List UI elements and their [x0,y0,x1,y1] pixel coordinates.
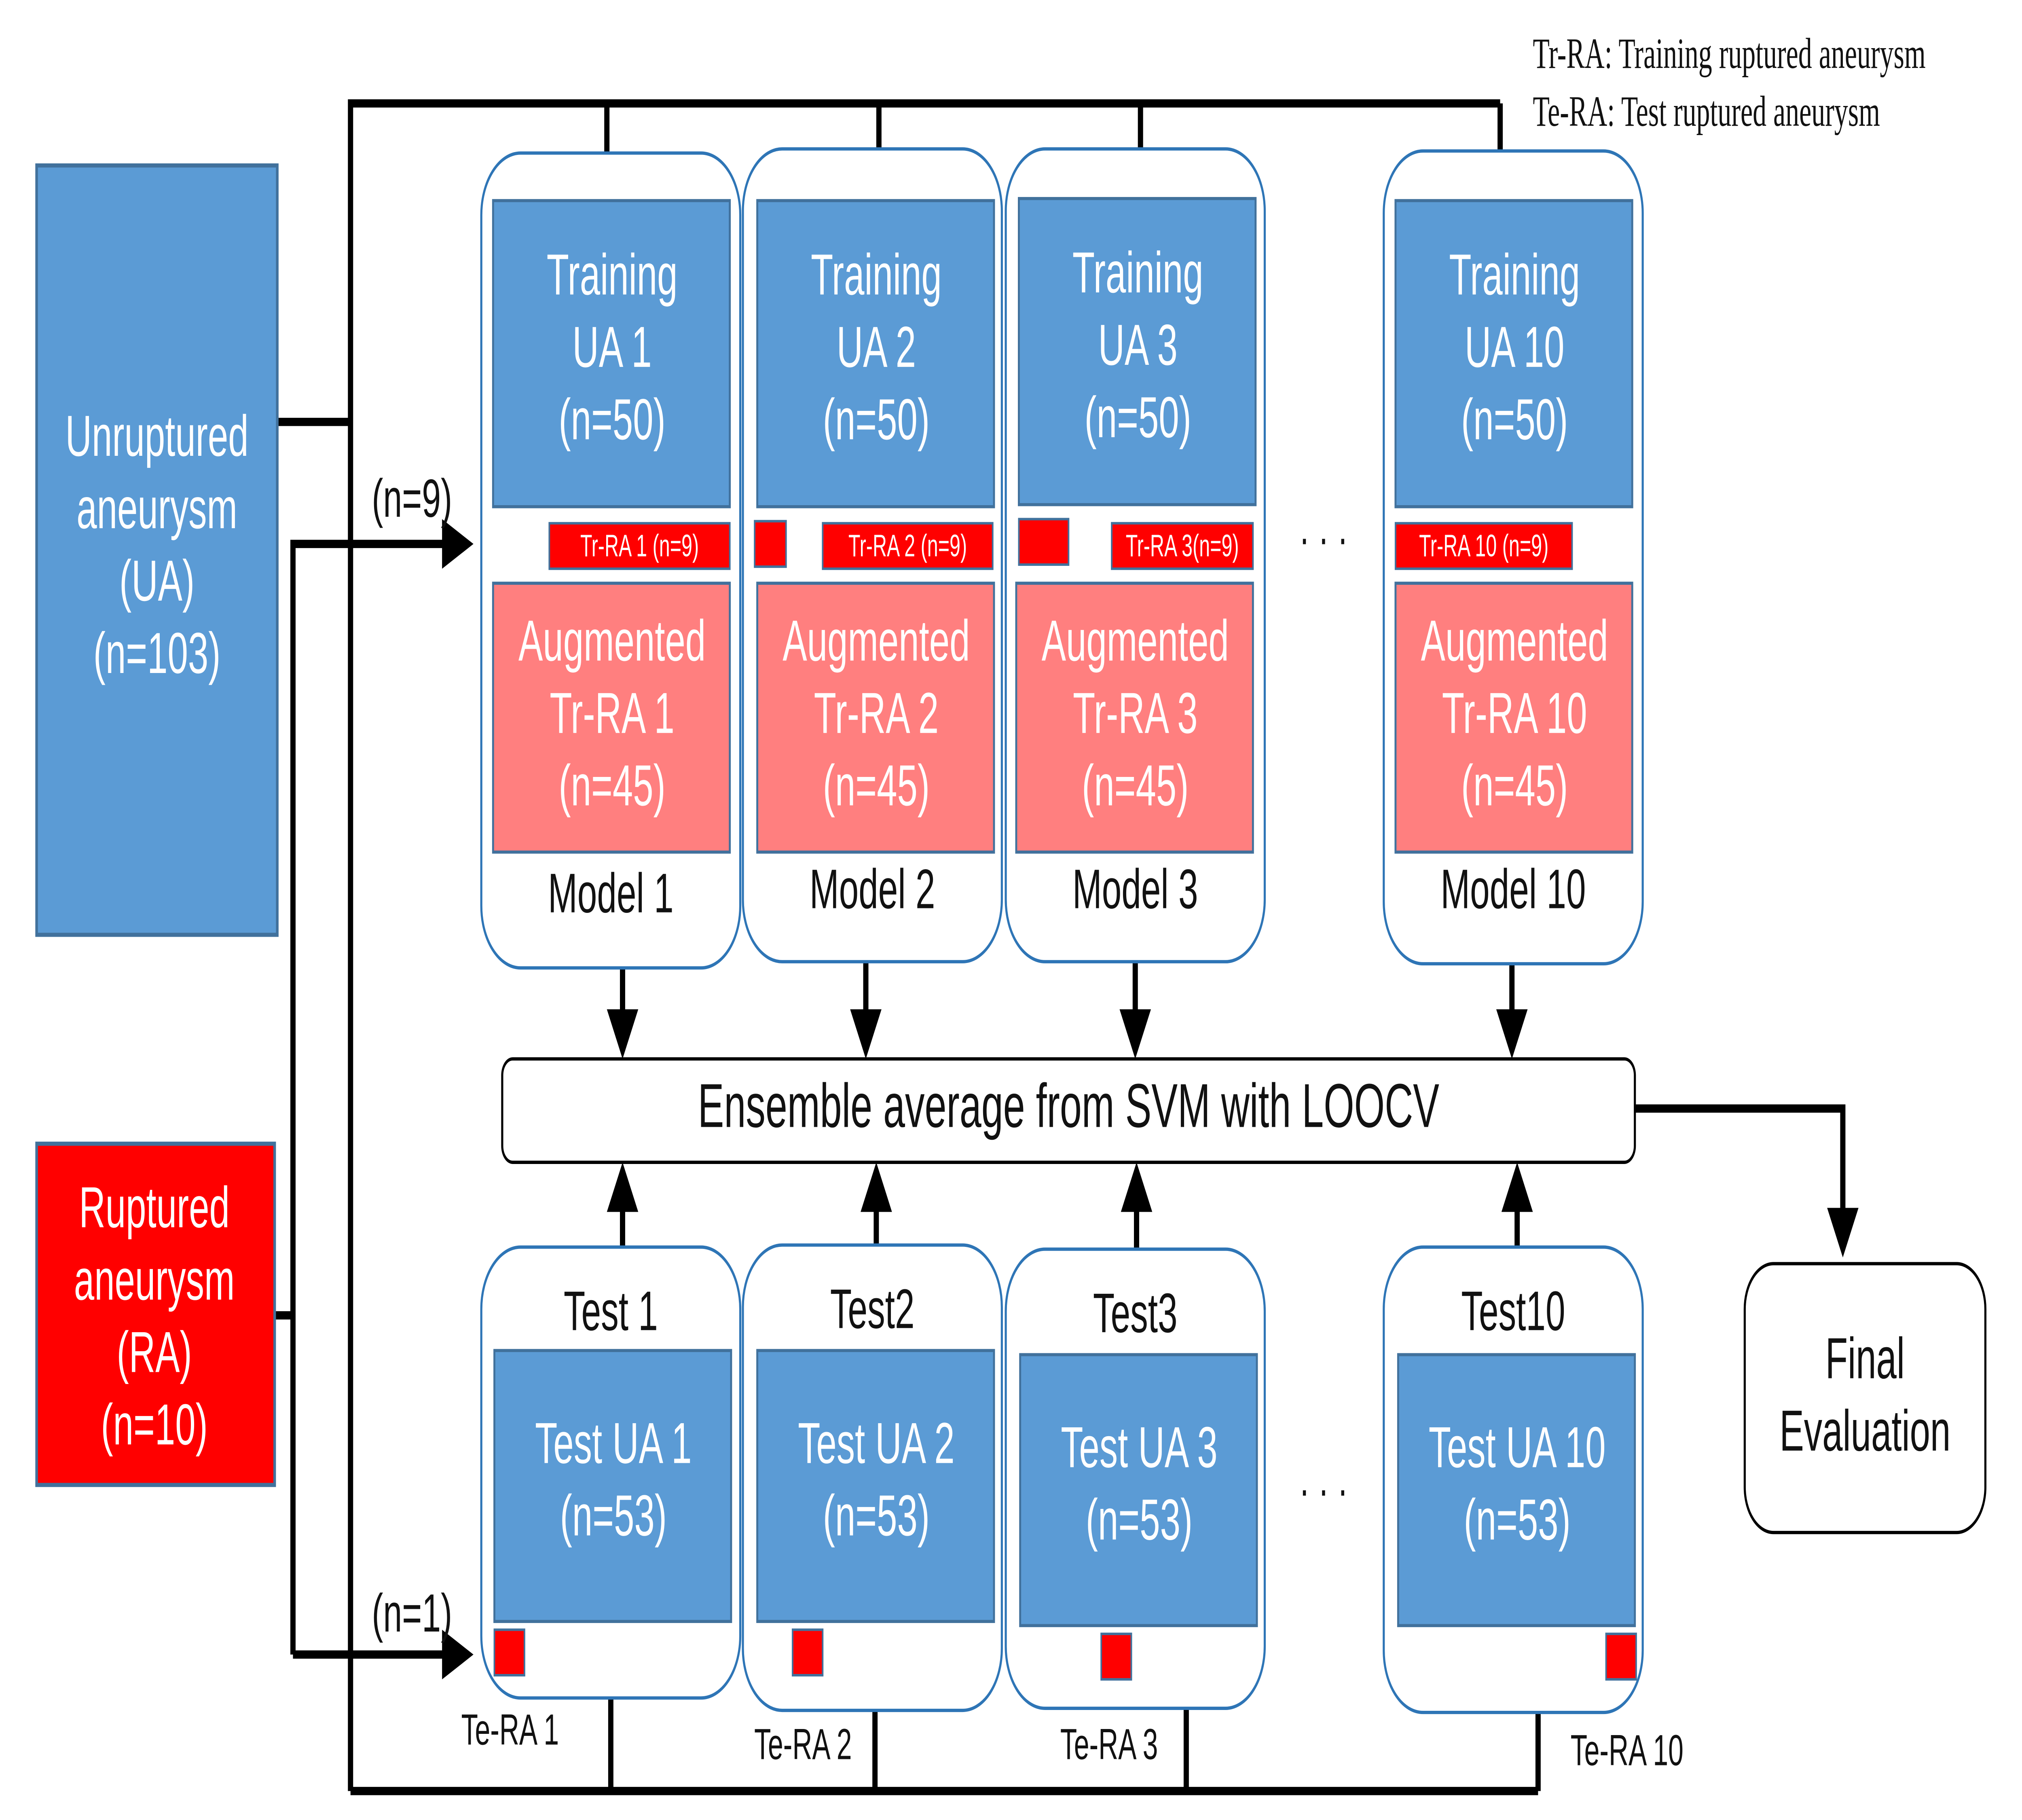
ra-label-line: (n=10) [101,1393,208,1457]
training-ua-label: Training [1449,243,1580,307]
tr-ra-label: Tr-RA 2 (n=9) [848,528,967,563]
te-ra-marker [1605,1632,1637,1681]
test-ua-box [756,1349,995,1623]
test-ua-box [493,1349,732,1623]
tr-ra-label: Tr-RA 1 (n=9) [580,528,699,563]
ua-label-line: (UA) [119,549,195,613]
tr-ra-box [548,522,731,570]
final-evaluation-box [1743,1262,1987,1534]
training-ua-label: (n=50) [1085,385,1191,450]
te-ra-label: Te-RA 2 [754,1721,852,1769]
training-ua-label: Training [1072,241,1203,305]
tr-ra-label: Tr-RA 10 (n=9) [1419,528,1548,563]
test-ua-label: Test UA 3 [1061,1416,1218,1480]
tr-ra-box [1394,522,1573,570]
ensemble-box [501,1057,1636,1164]
augmented-label: Tr-RA 3 [1073,681,1198,745]
te-ra-marker [1100,1632,1132,1681]
augmented-label: (n=45) [1082,753,1189,818]
ua-label-line: Unruptured [66,404,249,468]
tr-ra-box [822,522,994,570]
training-ua-label: UA 2 [837,315,916,379]
n-test-label: (n=1) [372,1583,452,1643]
training-ua-label: Training [547,243,678,307]
test-ua-label: (n=53) [823,1484,930,1548]
training-ua-label: UA 10 [1465,315,1565,379]
test-ua-label: (n=53) [560,1484,667,1548]
te-ra-label: Te-RA 10 [1571,1727,1684,1775]
augmented-tr-ra-box [1394,582,1633,854]
te-ra-label: Te-RA 3 [1060,1721,1158,1769]
final-label: Final [1825,1327,1905,1391]
ellipsis-models: · · · [1299,510,1348,565]
test-ua-label: (n=53) [1086,1488,1193,1552]
training-ua-label: (n=50) [558,387,665,452]
augmented-label: (n=45) [1461,753,1568,818]
tr-ra-marker [754,520,787,568]
ensemble-to-final-arrow [1635,1104,1859,1258]
training-ua-label: UA 3 [1098,313,1178,377]
model-label: Model 3 [1072,858,1198,920]
augmented-label: Tr-RA 2 [814,681,939,745]
te-ra-marker [791,1628,824,1677]
augmented-label: Augmented [783,609,970,673]
augmented-label: Tr-RA 1 [550,681,675,745]
training-ua-label: (n=50) [1461,387,1568,452]
test-ua-box [1019,1353,1258,1627]
legend-te-ra: Te-RA: Test ruptured aneurysm [1533,88,1880,135]
augmented-label: Tr-RA 10 [1442,681,1587,745]
te-ra-label: Te-RA 1 [461,1706,559,1754]
augmented-tr-ra-box [756,582,995,854]
test-ua-box [1397,1353,1636,1627]
training-ua-box [1394,199,1633,508]
training-ua-box [1017,197,1257,506]
ua-distribution-line [348,99,1500,1791]
tr-ra-box [1111,522,1254,570]
training-ua-label: (n=50) [823,387,930,452]
training-ua-box [492,199,731,508]
ra-label-line: aneurysm [74,1248,235,1312]
tr-ra-marker [1018,518,1070,566]
augmented-label: Augmented [1042,609,1229,673]
test-label: Test2 [830,1278,915,1340]
n-train-label: (n=9) [372,468,452,528]
augmented-label: Augmented [1421,609,1608,673]
model-label: Model 1 [548,862,674,924]
augmented-label: (n=45) [558,753,665,818]
ellipsis-tests: · · · [1299,1461,1348,1517]
augmented-label: Augmented [518,609,706,673]
model-label: Model 2 [810,858,935,920]
test-ua-label: Test UA 2 [798,1411,955,1475]
test-label: Test10 [1461,1280,1565,1342]
training-ua-box [756,199,995,508]
ensemble-label: Ensemble average from SVM with LOOCV [698,1071,1440,1141]
test-ua-label: Test UA 10 [1429,1416,1606,1480]
ra-label-line: Ruptured [79,1176,229,1240]
augmented-tr-ra-box [1015,582,1254,854]
unruptured-aneurysm-box [35,163,279,937]
test-label: Test3 [1093,1282,1178,1344]
augmented-tr-ra-box [492,582,731,854]
test-ua-label: Test UA 1 [535,1411,692,1475]
augmented-label: (n=45) [823,753,930,818]
ra-train-arrow [290,519,474,1655]
training-ua-label: UA 1 [572,315,651,379]
tr-ra-label: Tr-RA 3(n=9) [1126,528,1239,563]
ua-label-line: aneurysm [76,476,237,541]
test-ua-label: (n=53) [1464,1488,1570,1552]
legend-tr-ra: Tr-RA: Training ruptured aneurysm [1533,30,1925,77]
ua-label-line: (n=103) [93,621,221,686]
model-label: Model 10 [1440,858,1586,920]
te-ra-marker [493,1628,525,1677]
test-label: Test 1 [564,1280,658,1342]
training-ua-label: Training [811,243,942,307]
ruptured-aneurysm-box [35,1141,276,1487]
ra-label-line: (RA) [117,1320,192,1384]
final-label: Evaluation [1779,1399,1950,1463]
